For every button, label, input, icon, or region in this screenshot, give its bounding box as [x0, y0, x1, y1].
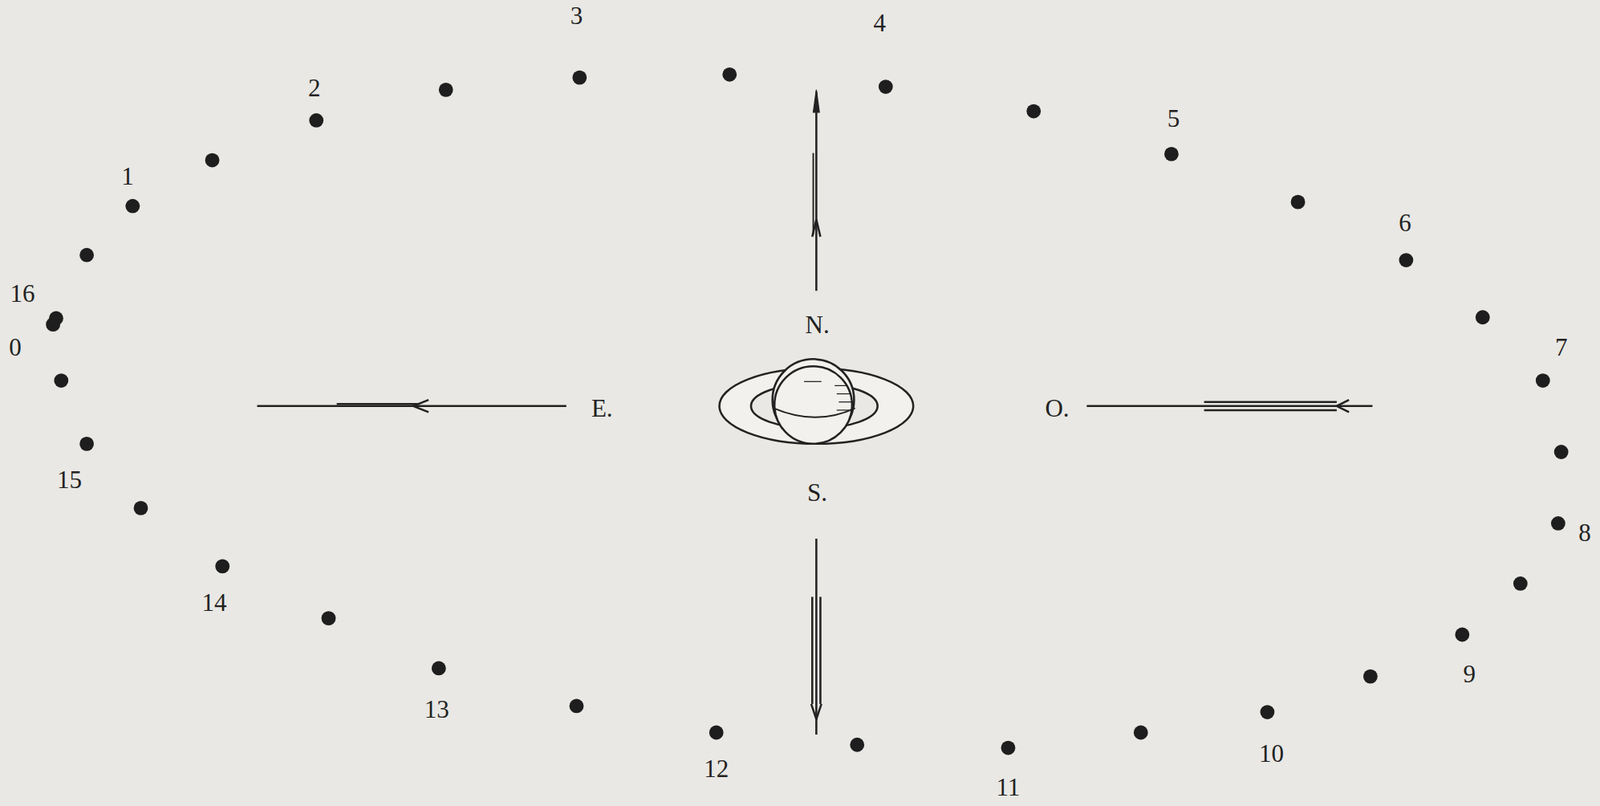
position-number: 12	[703, 755, 729, 780]
position-dot	[45, 316, 61, 332]
position-dot	[569, 698, 585, 714]
position-number: 11	[995, 773, 1020, 799]
position-number: 2	[308, 75, 321, 101]
position-dot	[205, 153, 220, 168]
position-number: 9	[1462, 660, 1476, 686]
position-dots	[45, 67, 1568, 756]
position-dot	[79, 436, 94, 451]
position-dot	[1363, 669, 1378, 684]
position-number: 7	[1555, 334, 1568, 360]
compass-label: N.	[805, 312, 830, 338]
position-number: 8	[1578, 519, 1592, 545]
position-number: 16	[9, 280, 35, 305]
position-dot	[215, 558, 230, 573]
position-dot	[1535, 373, 1551, 388]
position-dot	[849, 737, 865, 752]
position-dot	[1554, 444, 1569, 459]
position-dot	[1026, 104, 1041, 119]
position-dot	[1398, 252, 1414, 268]
position-dot	[1551, 515, 1566, 531]
position-dot	[308, 113, 324, 128]
position-dot	[1454, 627, 1470, 642]
position-dot	[1164, 146, 1179, 162]
south-arrow	[811, 538, 822, 735]
position-dot	[79, 247, 94, 263]
position-dot	[878, 79, 894, 94]
position-dot	[321, 610, 337, 626]
position-number: 15	[56, 467, 82, 492]
compass-label: E.	[591, 395, 614, 421]
position-dot	[53, 373, 69, 388]
position-number: 1	[121, 162, 135, 188]
east-arrow	[256, 399, 566, 412]
west-arrow	[1086, 399, 1373, 412]
position-dot	[1513, 576, 1528, 591]
position-dot	[1291, 194, 1306, 210]
position-dot	[709, 725, 724, 740]
position-dot	[1475, 309, 1491, 325]
position-number: 0	[8, 334, 22, 360]
compass-label: O.	[1044, 395, 1069, 421]
north-arrow	[812, 89, 821, 291]
position-number: 3	[570, 2, 584, 28]
position-number: 13	[424, 696, 450, 722]
position-number: 4	[873, 9, 886, 35]
position-dot	[1001, 740, 1016, 756]
position-dot	[431, 661, 447, 676]
position-dot	[572, 70, 587, 86]
position-dot	[125, 198, 140, 214]
compass-label: S.	[807, 479, 828, 504]
position-dot	[1133, 725, 1149, 740]
position-number: 6	[1398, 210, 1412, 236]
position-number: 14	[202, 588, 228, 614]
position-dot	[438, 82, 454, 98]
position-number: 5	[1167, 105, 1181, 131]
saturn-figure	[719, 358, 914, 443]
position-number: 10	[1258, 739, 1284, 765]
position-dot	[1260, 704, 1276, 719]
position-dot	[722, 67, 737, 82]
position-dot	[134, 500, 149, 516]
